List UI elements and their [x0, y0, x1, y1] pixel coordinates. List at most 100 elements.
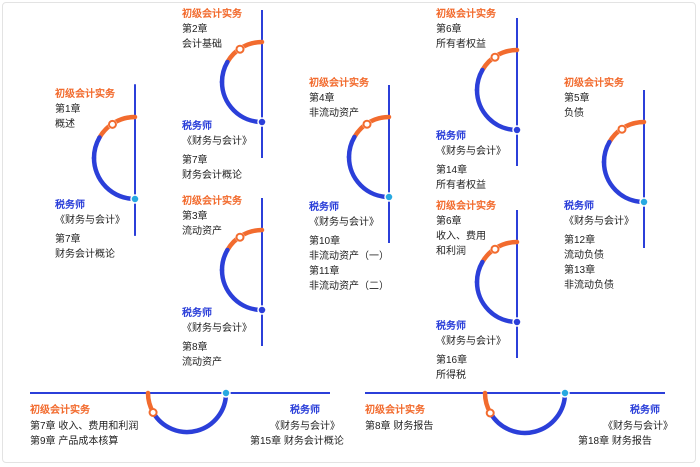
target-arc-join [601, 139, 612, 165]
target-arc [346, 154, 392, 200]
target-category: 税务师 [630, 405, 660, 416]
source-category: 初级会计实务 [436, 9, 496, 20]
target-chapter-line: 《财务与会计》 [436, 146, 506, 157]
source-chapter-line: 负债 [564, 108, 584, 119]
target-dot [512, 317, 522, 327]
target-category: 税务师 [436, 131, 466, 142]
target-dot [639, 197, 649, 207]
source-arc [480, 239, 520, 265]
target-arc-join [219, 247, 230, 273]
target-dot [560, 388, 570, 398]
source-dot-ring [617, 124, 627, 134]
target-chapter-line: 所得税 [436, 370, 466, 381]
target-arc-join [219, 59, 230, 85]
target-category: 税务师 [564, 201, 594, 212]
target-arc [91, 155, 138, 202]
target-arc-join [474, 259, 485, 285]
source-dot-ring [362, 119, 372, 129]
target-arc-join [474, 67, 485, 93]
target-arc [474, 87, 520, 133]
source-chapter-line: 和利润 [436, 246, 466, 257]
target-chapter-line: 第12章 [564, 235, 596, 246]
source-chapter-line: 流动资产 [182, 226, 222, 237]
target-chapter-line: 第11章 [309, 266, 340, 277]
target-chapter-line: 《财务与会计》 [55, 215, 125, 226]
target-chapter-line: 第18章 财务报告 [578, 436, 652, 447]
target-dot [257, 305, 267, 315]
source-chapter-line: 第8章 财务报告 [365, 421, 434, 432]
target-chapter-line: 第14章 [436, 165, 468, 176]
target-chapter-line: 《财务与会计》 [564, 216, 634, 227]
source-arc [225, 39, 265, 65]
target-arc [219, 79, 265, 125]
source-chapter-line: 第6章 [436, 216, 462, 227]
target-arc [474, 279, 520, 325]
source-arc [225, 227, 265, 253]
target-chapter-line: 财务会计概论 [182, 170, 242, 181]
target-category: 税务师 [290, 405, 320, 416]
target-chapter-line: 所有者权益 [436, 180, 486, 191]
source-dot-ring [490, 244, 500, 254]
target-chapter-line: 第7章 [55, 234, 81, 245]
target-arc [601, 159, 647, 205]
target-chapter-line: 第8章 [182, 342, 208, 353]
target-chapter-line: 《财务与会计》 [182, 323, 252, 334]
source-chapter-line: 第3章 [182, 211, 208, 222]
source-dot-ring [235, 232, 245, 242]
source-arc [480, 47, 520, 73]
source-dot-ring [107, 119, 117, 129]
target-dot [221, 388, 231, 398]
target-chapter-line: 流动负债 [564, 250, 604, 261]
source-dot-ring [490, 52, 500, 62]
source-category: 初级会计实务 [182, 196, 242, 207]
source-chapter-line: 第4章 [309, 93, 335, 104]
source-dot [485, 408, 495, 418]
target-dot [512, 125, 522, 135]
target-chapter-line: 《财务与会计》 [182, 136, 252, 147]
target-arc-join [91, 135, 102, 161]
source-arc [352, 114, 392, 140]
source-category: 初级会计实务 [182, 9, 242, 20]
target-arc [150, 390, 229, 435]
target-category: 税务师 [309, 202, 339, 213]
source-category: 初级会计实务 [55, 89, 115, 100]
source-category: 初级会计实务 [436, 201, 496, 212]
source-chapter-line: 所有者权益 [436, 39, 486, 50]
source-category: 初级会计实务 [365, 405, 425, 416]
target-chapter-line: 非流动负债 [564, 280, 614, 291]
target-chapter-line: 《财务与会计》 [270, 421, 340, 432]
target-chapter-line: 第7章 [182, 155, 208, 166]
source-chapter-line: 会计基础 [182, 39, 222, 50]
source-chapter-line: 第9章 产品成本核算 [30, 436, 119, 447]
source-chapter-line: 第5章 [564, 93, 590, 104]
target-chapter-line: 财务会计概论 [55, 249, 115, 260]
source-chapter-line: 收入、费用 [436, 231, 486, 242]
source-category: 初级会计实务 [564, 78, 624, 89]
target-chapter-line: 第10章 [309, 236, 341, 247]
source-dot-ring [235, 44, 245, 54]
target-chapter-line: 第13章 [564, 265, 596, 276]
source-arc [607, 119, 647, 145]
target-dot [130, 194, 140, 204]
source-category: 初级会计实务 [309, 78, 369, 89]
source-chapter-line: 第6章 [436, 24, 462, 35]
source-chapter-line: 第1章 [55, 104, 81, 115]
target-category: 税务师 [182, 121, 212, 132]
diagram-frame [2, 2, 696, 463]
source-chapter-line: 第2章 [182, 24, 208, 35]
target-chapter-line: 第15章 财务会计概论 [250, 436, 344, 447]
source-dot [148, 408, 158, 417]
target-arc [488, 390, 568, 436]
target-chapter-line: 《财务与会计》 [436, 336, 506, 347]
target-chapter-line: 《财务与会计》 [309, 217, 379, 228]
target-chapter-line: 《财务与会计》 [603, 421, 673, 432]
target-chapter-line: 流动资产 [182, 357, 222, 368]
target-category: 税务师 [182, 308, 212, 319]
source-chapter-line: 概述 [55, 119, 75, 130]
source-arc [97, 114, 138, 140]
target-dot [384, 192, 394, 202]
target-chapter-line: 非流动资产（二） [309, 281, 389, 292]
target-category: 税务师 [55, 200, 85, 211]
source-chapter-line: 第7章 收入、费用和利润 [30, 421, 139, 432]
